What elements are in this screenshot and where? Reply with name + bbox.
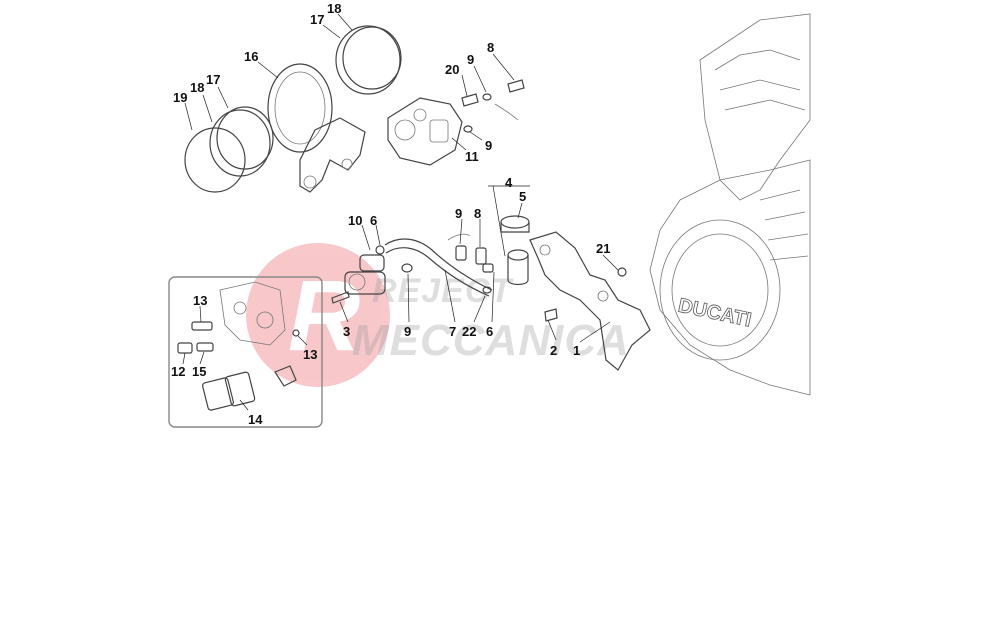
watermark-emblem-letter: R [288,260,360,372]
callout-9b: 9 [485,138,492,153]
brake-hose [384,233,493,297]
callout-4: 4 [505,175,513,190]
callout-17b: 17 [206,72,220,87]
callout-22: 22 [462,324,476,339]
callout-20: 20 [445,62,459,77]
engine-brand-text: DUCATI [676,295,753,332]
callout-21: 21 [596,241,610,256]
rear-brake-caliper [387,97,463,166]
callout-labels: 1 2 3 4 5 6 6 7 8 8 9 9 9 9 10 11 12 13 … [171,1,610,427]
inset-brake-pads-box [168,276,323,428]
watermark: R [246,243,390,387]
engine-illustration: DUCATI [649,13,811,396]
callout-6b: 6 [486,324,493,339]
bolts-top [461,79,525,133]
outer-ring-group-top [335,25,402,95]
callout-9a: 9 [467,52,474,67]
carrier-bracket [267,63,366,193]
callout-16: 16 [244,49,258,64]
callout-8b: 8 [474,206,481,221]
callout-13a: 13 [193,293,207,308]
callout-3: 3 [343,324,350,339]
master-cylinder [331,245,386,304]
callout-1: 1 [573,343,580,358]
callout-17a: 17 [310,12,324,27]
leader-lines [182,13,619,411]
outer-ring-group-left [184,106,274,193]
watermark-text: REJECT MECCANICA [352,272,629,365]
callout-8a: 8 [487,40,494,55]
hose-fittings [455,245,494,273]
callout-11: 11 [465,149,479,164]
callout-5: 5 [519,189,526,204]
callout-15: 15 [192,364,206,379]
callout-2: 2 [550,343,557,358]
callout-10: 10 [348,213,362,228]
watermark-line1: REJECT [372,272,514,310]
callout-14: 14 [248,412,263,427]
callout-9d: 9 [404,324,411,339]
callout-7: 7 [449,324,456,339]
callout-6a: 6 [370,213,377,228]
callout-12: 12 [171,364,185,379]
watermark-emblem [246,243,390,387]
callout-9c: 9 [455,206,462,221]
callout-13b: 13 [303,347,317,362]
callout-18a: 18 [327,1,341,16]
footrest-bracket [529,231,651,371]
fluid-reservoir [500,215,530,286]
callout-19: 19 [173,90,187,105]
callout-18b: 18 [190,80,204,95]
